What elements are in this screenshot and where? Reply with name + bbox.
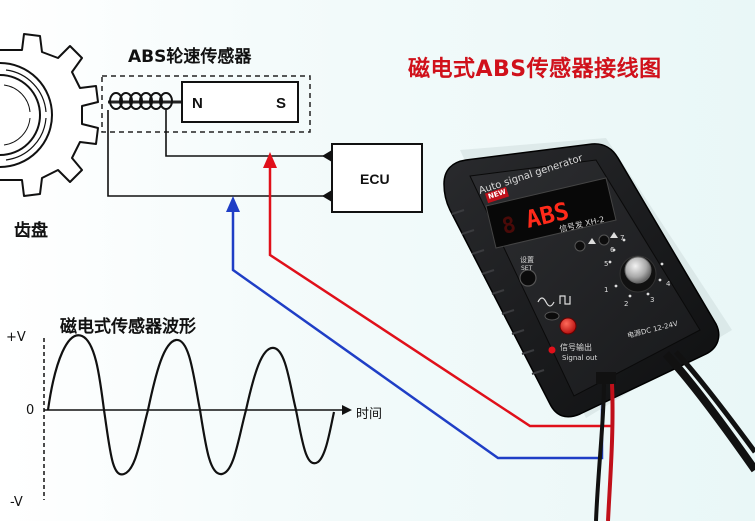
dial-number-6: 6: [610, 246, 615, 254]
signal-generator: Auto signal generator NEW 8 ABS 信号发 XH-2: [443, 138, 755, 521]
sensor-title: ABS轮速传感器: [128, 47, 252, 67]
y-max-label: +V: [6, 330, 26, 345]
up-down-buttons[interactable]: [574, 232, 618, 252]
dial-number-7: 7: [620, 234, 624, 242]
abs-sensor: N S: [101, 75, 311, 133]
display-dim-digit: 8: [500, 213, 519, 240]
gear-hub-ring: [0, 74, 41, 156]
signal-out-led: [548, 346, 556, 354]
sine-waveform: [46, 334, 336, 476]
square-mode-icon: [559, 295, 571, 305]
device-grip-ridges: [451, 209, 545, 375]
mode-buttons[interactable]: [544, 311, 577, 335]
led-display: 8 ABS: [485, 177, 617, 249]
dial-number-5: 5: [604, 260, 608, 268]
power-cable: [663, 351, 755, 473]
red-output-button[interactable]: [559, 317, 577, 335]
device-output-cables: [594, 350, 755, 521]
sine-mode-icon: [537, 297, 555, 307]
frequency-dial[interactable]: 1 2 3 4 5 6 7: [604, 234, 671, 308]
sensor-magnet: [181, 81, 299, 123]
gear-wheel: [0, 33, 99, 197]
sensor-housing-outline: [101, 75, 311, 133]
dial-number-2: 2: [624, 300, 628, 308]
waveform-chart: [43, 334, 352, 500]
set-button-label-cn: 设置: [520, 255, 534, 264]
dial-number-1: 1: [604, 286, 608, 294]
waveform-title: 磁电式传感器波形: [60, 317, 196, 337]
sensor-coil: [109, 92, 173, 110]
red-wire-arrow: [263, 152, 277, 168]
set-button-label-en: SET: [521, 265, 533, 272]
gear-label: 齿盘: [14, 221, 48, 241]
set-button[interactable]: 设置 SET: [519, 255, 537, 287]
y-min-label: -V: [10, 495, 23, 510]
dial-number-3: 3: [650, 296, 654, 304]
gear-inner-ring: [0, 62, 53, 168]
signal-out-label: 信号输出 Signal out: [548, 342, 597, 362]
ecu-label: ECU: [360, 171, 390, 187]
blue-wire-arrow: [226, 196, 240, 212]
x-axis-label: 时间: [356, 407, 383, 422]
y-zero-label: 0: [26, 403, 35, 418]
dial-number-4: 4: [666, 280, 671, 288]
sensor-wire-lower: [107, 110, 332, 197]
sensor-wire-upper: [165, 110, 332, 157]
magnet-south-pole: S: [276, 95, 286, 112]
main-title: 磁电式ABS传感器接线图: [408, 57, 662, 82]
ecu-box: ECU: [331, 143, 423, 213]
wave-mode-icons: [537, 295, 571, 307]
signal-out-label-cn: 信号输出: [560, 342, 592, 352]
new-badge: NEW: [484, 186, 510, 204]
signal-out-label-en: Signal out: [562, 354, 597, 362]
magnet-north-pole: N: [192, 95, 203, 112]
dial-knob[interactable]: [624, 256, 652, 284]
schematic-wires: [107, 110, 332, 202]
